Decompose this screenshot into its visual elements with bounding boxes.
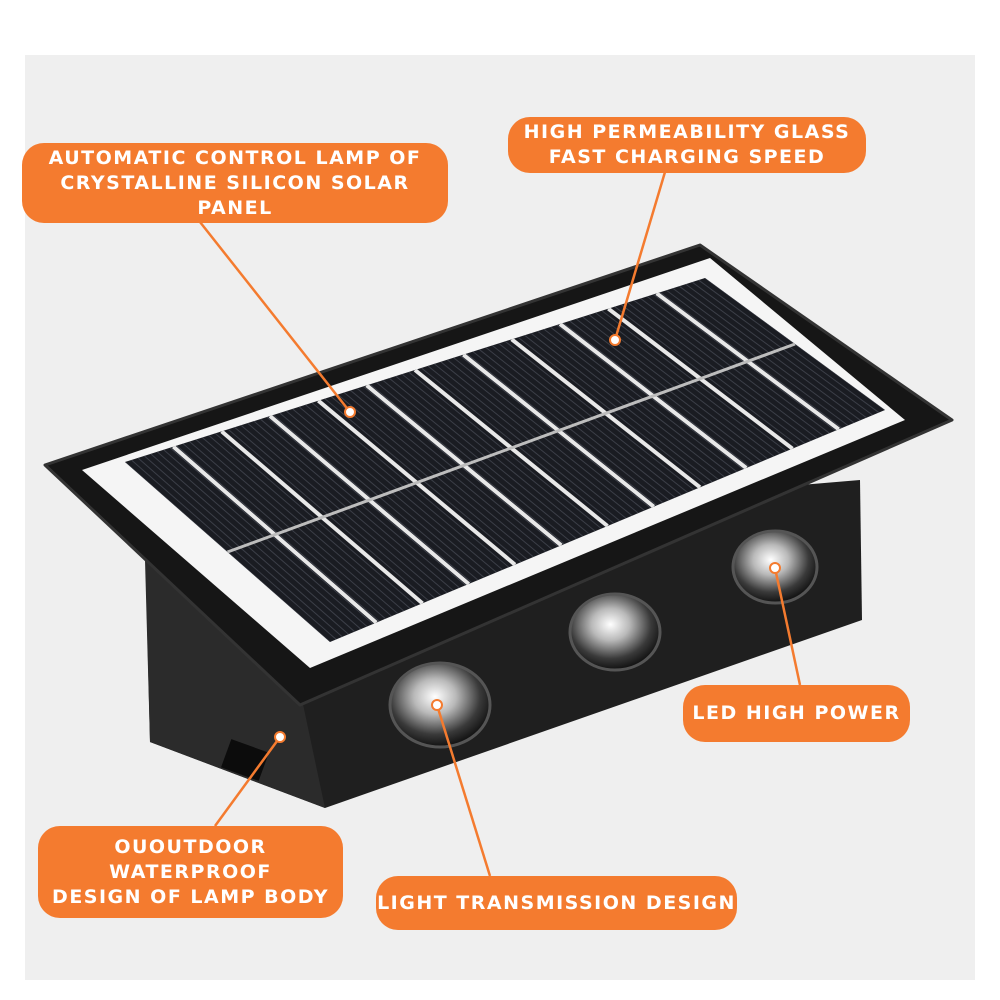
callout-text: AUTOMATIC CONTROL LAMP OF (48, 146, 422, 169)
callout-glass: HIGH PERMEABILITY GLASS FAST CHARGING SP… (508, 117, 866, 173)
callout-text: WATERPROOF (109, 860, 272, 883)
callout-light-transmission: LIGHT TRANSMISSION DESIGN (376, 876, 737, 930)
callout-text: CRYSTALLINE SILICON SOLAR PANEL (60, 171, 410, 219)
callout-text: HIGH PERMEABILITY GLASS (523, 121, 851, 143)
solar-cells (125, 278, 885, 642)
callout-solar-panel: AUTOMATIC CONTROL LAMP OF CRYSTALLINE SI… (22, 143, 448, 223)
callout-waterproof: OUOUTDOOR WATERPROOF DESIGN OF LAMP BODY (38, 826, 343, 918)
callout-text: OUOUTDOOR (114, 835, 267, 858)
leader-lines (199, 171, 802, 877)
callout-text: DESIGN OF LAMP BODY (52, 885, 329, 908)
led-lens (568, 592, 662, 672)
busbar (226, 342, 796, 554)
callout-text: LIGHT TRANSMISSION DESIGN (377, 891, 736, 914)
callout-text: LED HIGH POWER (692, 702, 901, 724)
callout-led: LED HIGH POWER (683, 685, 910, 742)
lamp-body-side (145, 560, 325, 808)
callout-text: FAST CHARGING SPEED (548, 146, 826, 168)
